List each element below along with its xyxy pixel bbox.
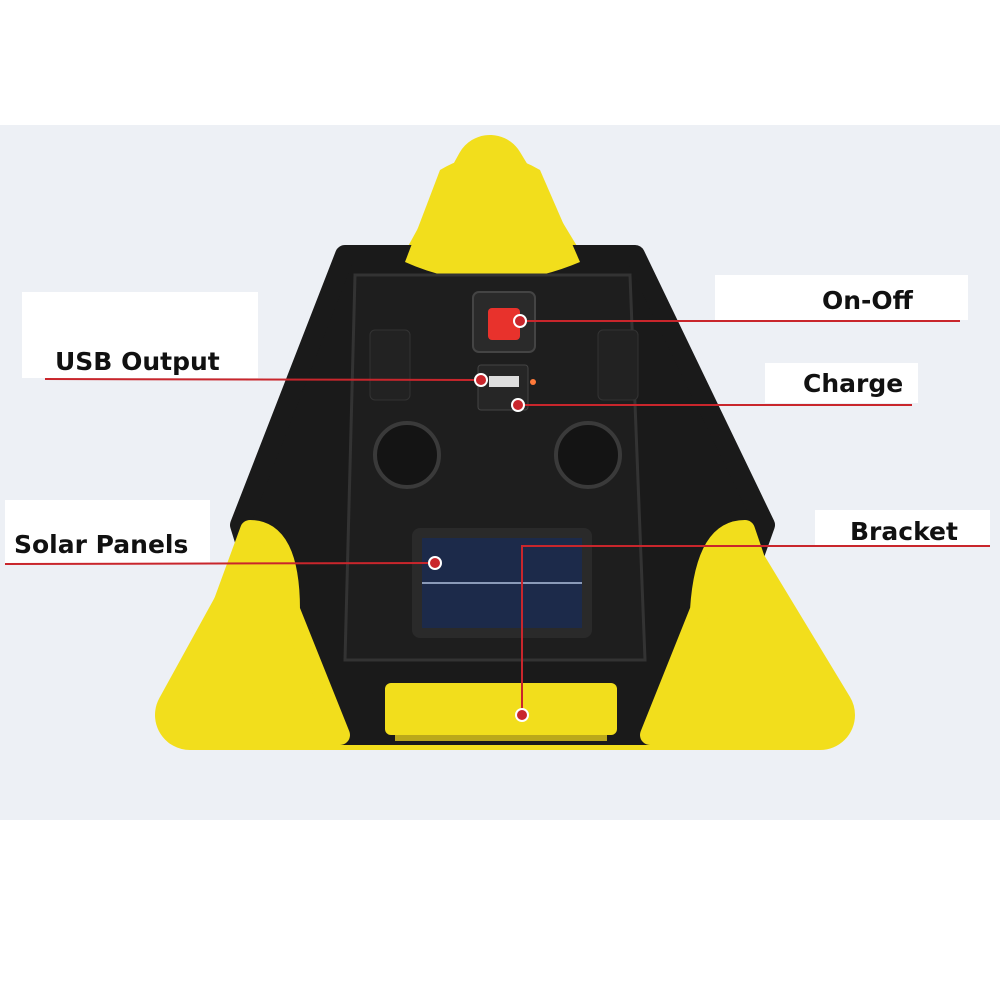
- callout-charge: Charge: [511, 363, 918, 412]
- bracket: [385, 683, 617, 735]
- right-lens: [554, 421, 622, 489]
- power-switch: [488, 308, 520, 340]
- top-yellow-cap: [405, 155, 580, 281]
- charge-indicator-led: [530, 379, 536, 385]
- callout-bracket: Bracket: [515, 510, 990, 722]
- callout-line: [521, 545, 990, 715]
- left-lens: [373, 421, 441, 489]
- label-usb-output: USB Output: [55, 347, 220, 376]
- usb-port: [489, 376, 519, 387]
- callout-line: [4, 562, 436, 565]
- left-pad: [369, 329, 411, 401]
- callout-line: [44, 378, 481, 381]
- label-charge: Charge: [803, 369, 903, 398]
- callout-dot: [511, 398, 525, 412]
- callout-usb-output: USB Output: [22, 292, 488, 387]
- callout-dot: [428, 556, 442, 570]
- label-box: [22, 292, 258, 378]
- bottom-left-corner: [165, 520, 350, 745]
- label-bracket: Bracket: [850, 517, 958, 546]
- label-box: [815, 510, 990, 545]
- label-on-off: On-Off: [822, 286, 914, 315]
- bottom-right-corner: [640, 520, 825, 745]
- label-box: [5, 500, 210, 563]
- bracket-ridges: [395, 735, 607, 741]
- callout-dot: [474, 373, 488, 387]
- right-pad: [597, 329, 639, 401]
- label-box: [765, 363, 918, 403]
- callout-dot: [513, 314, 527, 328]
- callout-solar-panels: Solar Panels: [4, 500, 442, 570]
- label-solar-panels: Solar Panels: [14, 530, 188, 559]
- callout-dot: [515, 708, 529, 722]
- label-box: [715, 275, 968, 320]
- callout-on-off: On-Off: [513, 275, 968, 328]
